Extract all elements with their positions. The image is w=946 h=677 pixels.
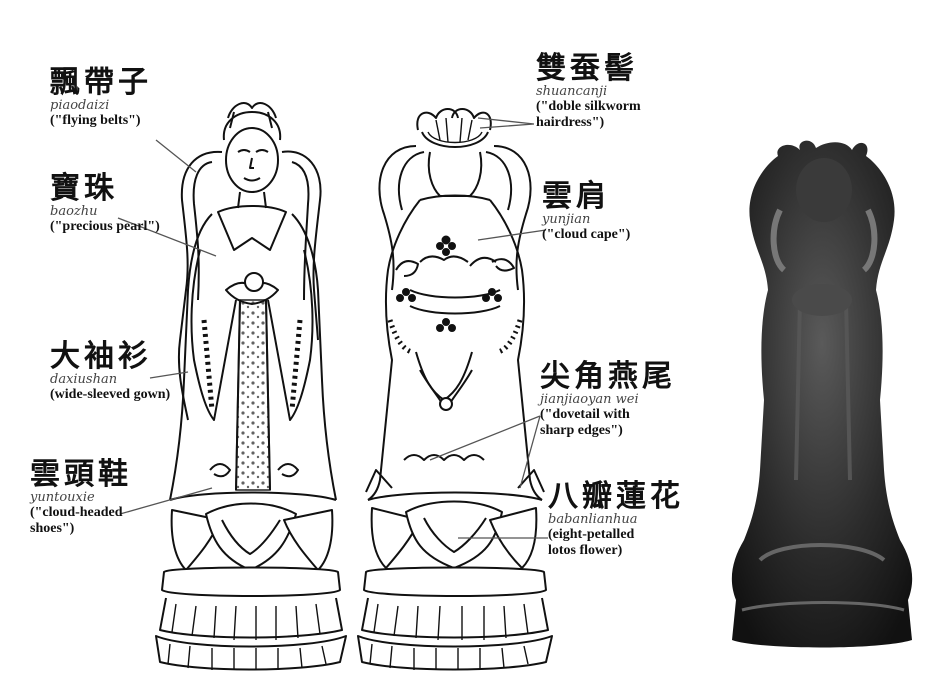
label-chinese: 八瓣蓮花 [548, 479, 684, 514]
label-pinyin: piaodaizi [50, 98, 110, 113]
label-yuntouxie: 雲頭鞋 yuntouxie ("cloud-headed shoes") [30, 458, 132, 536]
label-pinyin: baozhu [50, 204, 98, 219]
label-babanlianhua: 八瓣蓮花 babanlianhua (eight-petalled lotos … [548, 480, 684, 558]
leader-jianjiaoyanwei [429, 415, 541, 489]
label-english-line2: lotos flower) [548, 542, 623, 558]
label-english-line2: sharp edges") [540, 422, 623, 438]
label-pinyin: jianjiaoyan wei [540, 392, 639, 407]
label-chinese: 雲頭鞋 [30, 457, 132, 492]
label-piaodaizi: 飄帶子 piaodaizi ("flying belts") [50, 66, 152, 129]
label-english-line1: ("cloud-headed [30, 505, 123, 521]
leader-daxiushan [149, 371, 189, 379]
label-pinyin: babanlianhua [548, 512, 638, 527]
label-english: ("precious pearl") [50, 219, 160, 235]
label-english-line1: (eight-petalled [548, 527, 635, 543]
label-chinese: 寶珠 [50, 171, 118, 206]
label-baozhu: 寶珠 baozhu ("precious pearl") [50, 172, 160, 235]
label-jianjiaoyanwei: 尖角燕尾 jianjiaoyan wei ("dovetail with sha… [540, 360, 676, 438]
label-pinyin: yunjian [542, 212, 591, 227]
label-english: ("flying belts") [50, 113, 141, 129]
leader-yuntouxie [119, 487, 213, 515]
statue-photograph [731, 140, 913, 648]
leader-lines [117, 117, 548, 539]
label-chinese: 大袖衫 [50, 339, 152, 374]
label-daxiushan: 大袖衫 daxiushan (wide-sleeved gown) [50, 340, 170, 403]
label-chinese: 雲肩 [542, 179, 610, 214]
label-english-line2: hairdress") [536, 114, 605, 130]
leader-shuancanji [477, 117, 535, 129]
label-english: (wide-sleeved gown) [50, 387, 171, 403]
label-english-line2: shoes") [30, 520, 75, 536]
label-english-line1: ("dovetail with [540, 407, 630, 423]
label-chinese: 雙蚕髻 [536, 51, 638, 86]
label-chinese: 飄帶子 [50, 65, 152, 100]
label-pinyin: daxiushan [50, 372, 118, 387]
leader-piaodaizi [155, 139, 197, 173]
back-view-drawing [357, 108, 553, 671]
label-english: ("cloud cape") [542, 227, 631, 243]
leader-baozhu [117, 217, 217, 257]
label-pinyin: shuancanji [536, 84, 608, 99]
leader-yunjian [477, 229, 547, 241]
label-pinyin: yuntouxie [30, 490, 95, 505]
label-english-line1: ("doble silkworm [536, 99, 641, 115]
label-chinese: 尖角燕尾 [540, 359, 676, 394]
front-view-drawing [155, 102, 347, 671]
label-shuancanji: 雙蚕髻 shuancanji ("doble silkworm hairdres… [536, 52, 641, 130]
label-yunjian: 雲肩 yunjian ("cloud cape") [542, 180, 630, 243]
